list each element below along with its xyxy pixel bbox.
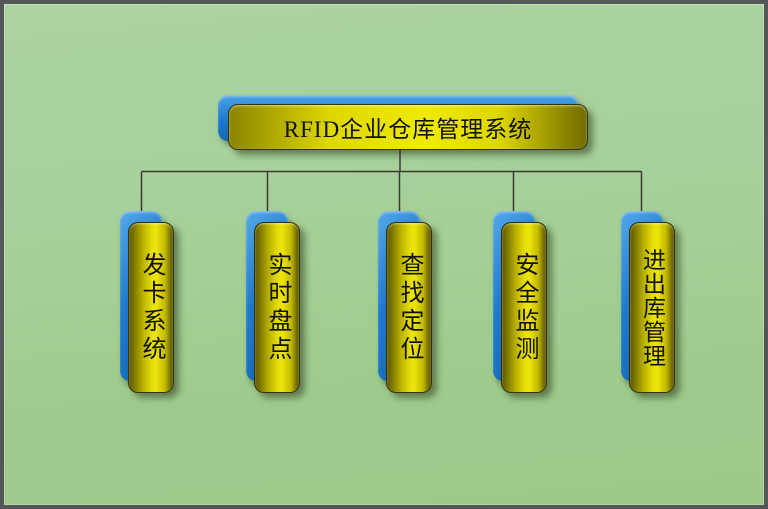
child-node-card-issuing: 发卡系统 — [128, 222, 174, 393]
child-node-inout-warehouse: 进出库管理 — [629, 222, 675, 393]
child-node-label: 实时盘点 — [264, 251, 290, 364]
child-node-label: 查找定位 — [396, 251, 422, 364]
root-node: RFID企业仓库管理系统 — [228, 104, 588, 150]
child-node-search-locate: 查找定位 — [386, 222, 432, 393]
root-node-label: RFID企业仓库管理系统 — [283, 117, 533, 142]
child-node-label: 发卡系统 — [138, 251, 164, 364]
child-node-realtime-inventory: 实时盘点 — [254, 222, 300, 393]
child-node-label: 安全监测 — [511, 251, 537, 364]
child-node-label: 进出库管理 — [639, 247, 665, 368]
child-node-security-monitoring: 安全监测 — [501, 222, 547, 393]
